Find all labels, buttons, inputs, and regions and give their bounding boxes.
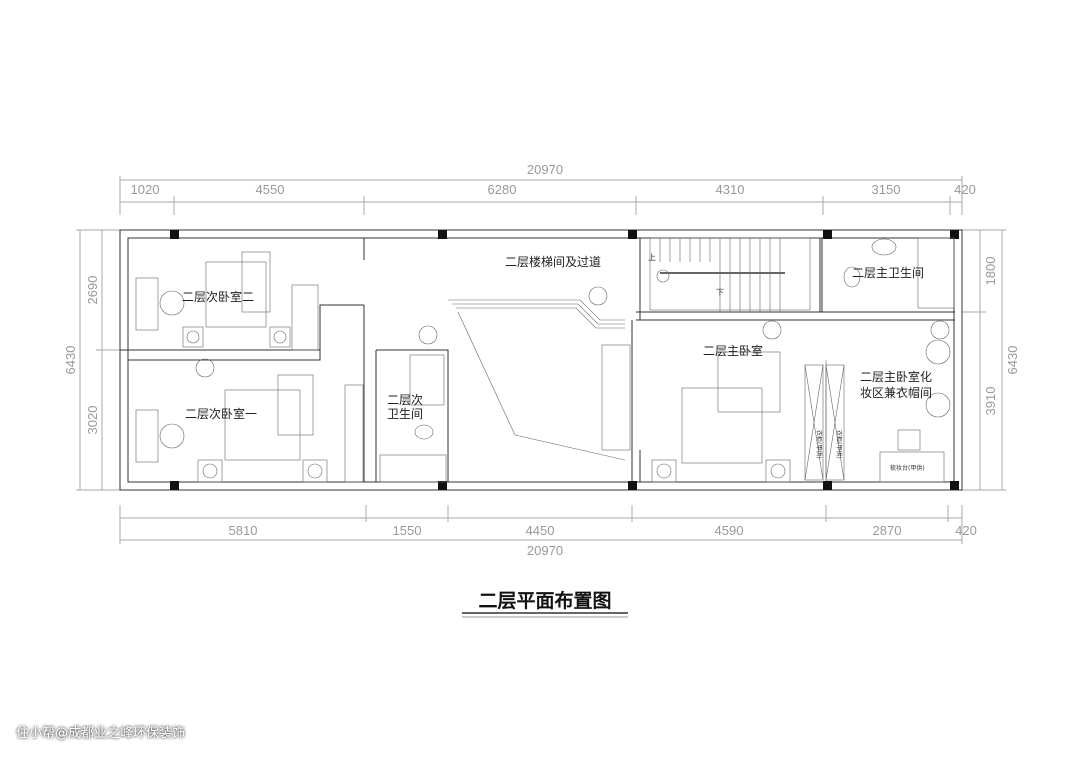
dim-bottom: 5810 <box>229 523 258 538</box>
room-label-dressing: 妆区兼衣帽间 <box>860 385 932 400</box>
dim-left: 3020 <box>85 406 100 435</box>
room-label-bedroom-2: 二层次卧室二 <box>182 289 254 304</box>
left-dimensions: 2690 3020 6430 <box>63 229 120 491</box>
room-label-second-bath: 二层次 <box>387 393 423 407</box>
room-label-bedroom-1: 二层次卧室一 <box>185 406 257 421</box>
watermark: 住小帮@成都业之峰环保装饰 <box>16 726 186 741</box>
dim-top: 6280 <box>488 182 517 197</box>
dim-top: 4550 <box>256 182 285 197</box>
drawing-title: 二层平面布置图 <box>478 589 611 612</box>
room-label-second-bath: 卫生间 <box>387 407 423 421</box>
right-dimensions: 1800 3910 6430 <box>962 229 1020 491</box>
dim-top: 3150 <box>872 182 901 197</box>
staircase <box>649 237 811 312</box>
dim-bottom: 420 <box>955 523 977 538</box>
stair-up-mark: 上 <box>648 253 656 262</box>
dim-bottom: 4450 <box>526 523 555 538</box>
wardrobe-label: 衣柜(甲供) <box>835 430 843 459</box>
dim-right-total: 6430 <box>1005 346 1020 375</box>
dim-top: 1020 <box>131 182 160 197</box>
bathroom-fixtures <box>379 237 955 483</box>
dim-left-total: 6430 <box>63 346 78 375</box>
walls <box>119 229 963 491</box>
columns <box>170 230 959 490</box>
dim-right: 1800 <box>983 257 998 286</box>
dim-bottom: 2870 <box>873 523 902 538</box>
dim-top-total: 20970 <box>527 162 563 177</box>
dim-bottom-total: 20970 <box>527 543 563 558</box>
dim-bottom: 4590 <box>715 523 744 538</box>
room-label-master-bath: 二层主卫生间 <box>852 266 924 280</box>
plants <box>195 286 950 378</box>
top-dimensions: 20970 1020 4550 6280 4310 3150 420 <box>119 162 976 215</box>
room-label-stair-hall: 二层楼梯间及过道 <box>505 254 601 269</box>
beds <box>205 251 781 464</box>
room-label-master-bedroom: 二层主卧室 <box>703 343 763 358</box>
stair-down-mark: 下 <box>716 288 724 297</box>
desks-and-chairs <box>135 277 951 483</box>
bottom-dimensions: 5810 1550 4450 4590 2870 420 20970 <box>119 505 977 558</box>
dresser-label: 梳妆台(甲供) <box>890 464 925 472</box>
dim-right: 3910 <box>983 387 998 416</box>
corridor-ceiling-lines <box>448 299 626 461</box>
dim-top: 4310 <box>716 182 745 197</box>
dim-bottom: 1550 <box>393 523 422 538</box>
wardrobes <box>291 284 845 483</box>
dim-top: 420 <box>954 182 976 197</box>
room-label-dressing: 二层主卧室化 <box>860 369 932 384</box>
wardrobe-label: 衣柜(甲供) <box>815 430 823 459</box>
nightstands <box>182 326 791 483</box>
dim-left: 2690 <box>85 276 100 305</box>
